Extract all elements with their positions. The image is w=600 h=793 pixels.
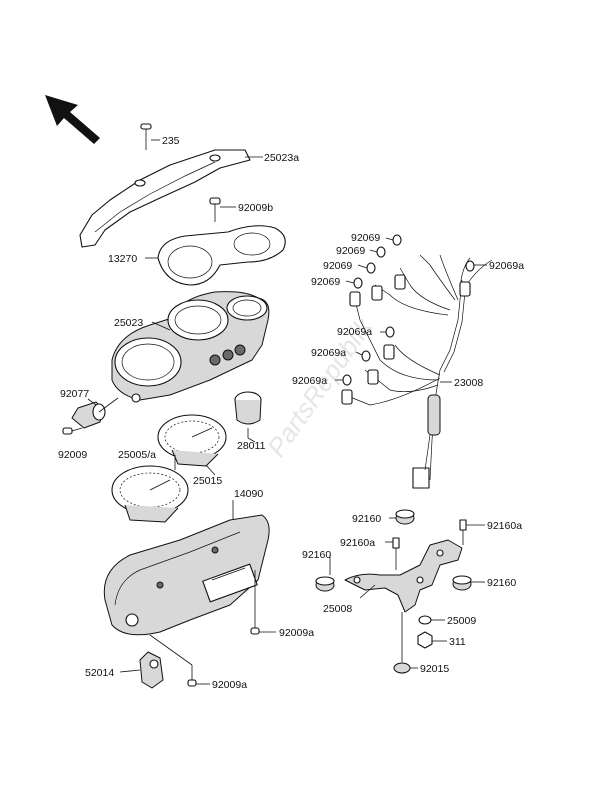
label-25023a: 25023a bbox=[264, 152, 299, 164]
label-92069-3: 92069 bbox=[323, 260, 352, 272]
screw-92009a-lower bbox=[187, 665, 197, 687]
grommet-92160-l bbox=[315, 576, 335, 592]
label-92160-r: 92160 bbox=[487, 577, 516, 589]
label-25005a: 25005/a bbox=[118, 449, 156, 461]
label-92160-tl: 92160 bbox=[352, 513, 381, 525]
label-235: 235 bbox=[162, 135, 180, 147]
tachometer-25015 bbox=[157, 414, 227, 467]
label-25023: 25023 bbox=[114, 317, 143, 329]
grommets-92069 bbox=[342, 234, 475, 386]
collar-92160a-tr bbox=[459, 519, 467, 545]
label-92009: 92009 bbox=[58, 449, 87, 461]
front-direction-arrow-icon bbox=[45, 95, 100, 144]
label-52014: 52014 bbox=[85, 667, 114, 679]
label-92009b: 92009b bbox=[238, 202, 273, 214]
label-13270: 13270 bbox=[108, 253, 137, 265]
label-92069-4: 92069 bbox=[311, 276, 340, 288]
part-labels: 235 25023a 92009b 13270 25023 92077 9200… bbox=[58, 135, 524, 691]
label-92069a-1: 92069a bbox=[337, 326, 372, 338]
label-92009a-case: 92009a bbox=[279, 627, 314, 639]
label-92069a-2: 92069a bbox=[311, 347, 346, 359]
label-92015: 92015 bbox=[420, 663, 449, 675]
label-92009a-lower: 92009a bbox=[212, 679, 247, 691]
label-92160a-m: 92160a bbox=[340, 537, 375, 549]
grommet-92015 bbox=[393, 612, 411, 674]
lower-case-14090 bbox=[103, 514, 270, 636]
screw-92009a-case bbox=[250, 627, 260, 635]
label-92160-l: 92160 bbox=[302, 549, 331, 561]
speedometer-25005a bbox=[111, 465, 189, 523]
label-23008: 23008 bbox=[454, 377, 483, 389]
label-92069a-3: 92069a bbox=[292, 375, 327, 387]
gasket-13270 bbox=[157, 225, 286, 286]
grommet-92160-r bbox=[452, 575, 472, 591]
wiring-harness-23008 bbox=[341, 254, 493, 489]
fitting-52014 bbox=[139, 651, 164, 689]
label-92069a-right: 92069a bbox=[489, 260, 524, 272]
label-25015: 25015 bbox=[193, 475, 222, 487]
label-92160a-tr: 92160a bbox=[487, 520, 522, 532]
cover-25023a bbox=[79, 123, 251, 248]
screw-92009 bbox=[62, 427, 83, 435]
nut-311 bbox=[417, 631, 433, 649]
washer-25009 bbox=[418, 615, 432, 625]
label-28011: 28011 bbox=[237, 440, 266, 452]
label-92069-1: 92069 bbox=[351, 232, 380, 244]
label-25009: 25009 bbox=[447, 615, 476, 627]
collar-92160a-m bbox=[392, 537, 400, 570]
grommet-92160-tl bbox=[395, 509, 415, 525]
label-92069-2: 92069 bbox=[336, 245, 365, 257]
label-311: 311 bbox=[449, 636, 466, 648]
meter-case-25023 bbox=[111, 291, 270, 403]
label-14090: 14090 bbox=[234, 488, 263, 500]
label-25008: 25008 bbox=[323, 603, 352, 615]
screw-92009b bbox=[209, 197, 221, 222]
knob-92077 bbox=[71, 397, 119, 429]
bracket-25008 bbox=[344, 539, 463, 613]
leader-lines bbox=[87, 139, 487, 685]
label-92077: 92077 bbox=[60, 388, 89, 400]
gauge-28011 bbox=[234, 391, 262, 438]
